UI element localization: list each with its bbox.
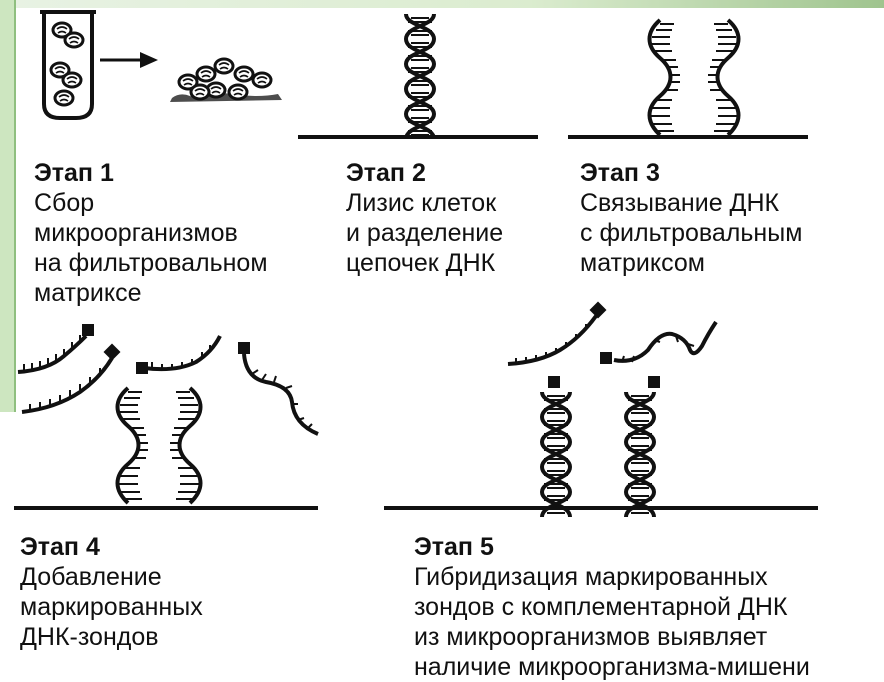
stage-2-caption: Этап 2 Лизис клеток и разделение цепочек… [346, 158, 503, 278]
dna-double-helix-icon [406, 14, 434, 139]
dna-single-strand-icon [118, 388, 201, 503]
stage-3-line-3: матриксом [580, 248, 802, 278]
stage-3-line-1: Связывание ДНК [580, 188, 802, 218]
stage-5-line-1: Гибридизация маркированных [414, 562, 810, 592]
dna-probe-label-icon [508, 302, 716, 388]
stage-2-title: Этап 2 [346, 158, 503, 188]
stage-4-title: Этап 4 [20, 532, 203, 562]
stage-4-line-1: Добавление [20, 562, 203, 592]
test-tube-icon [40, 12, 96, 118]
stage-1-caption: Этап 1 Сбор микроорганизмов на фильтрова… [34, 158, 268, 308]
stage-3-line-2: с фильтровальным [580, 218, 802, 248]
stage-5-caption: Этап 5 Гибридизация маркированных зондов… [414, 532, 810, 682]
stage-1-title: Этап 1 [34, 158, 268, 188]
dna-single-strand-icon [650, 20, 739, 135]
dna-probe-label-icon [18, 324, 318, 434]
stage-1-line-1: Сбор [34, 188, 268, 218]
stage-5-title: Этап 5 [414, 532, 810, 562]
stage-5-line-3: из микроорганизмов выявляет [414, 622, 810, 652]
dna-double-helix-icon [542, 392, 654, 517]
stage-2-line-3: цепочек ДНК [346, 248, 503, 278]
stage-1-line-2: микроорганизмов [34, 218, 268, 248]
stage-2-line-1: Лизис клеток [346, 188, 503, 218]
stage-5-line-2: зондов с комплементарной ДНК [414, 592, 810, 622]
stage-4-line-2: маркированных [20, 592, 203, 622]
stage-4-line-3: ДНК-зондов [20, 622, 203, 652]
microorganism-cluster-icon [170, 59, 282, 102]
stage-5-line-4: наличие микроорганизма-мишени [414, 652, 810, 682]
stage-4-caption: Этап 4 Добавление маркированных ДНК-зонд… [20, 532, 203, 652]
arrow-right-icon [100, 52, 158, 68]
stage-2-line-2: и разделение [346, 218, 503, 248]
stage-1-line-3: на фильтровальном [34, 248, 268, 278]
stage-1-line-4: матриксе [34, 278, 268, 308]
stage-3-title: Этап 3 [580, 158, 802, 188]
stage-3-caption: Этап 3 Связывание ДНК с фильтровальным м… [580, 158, 802, 278]
